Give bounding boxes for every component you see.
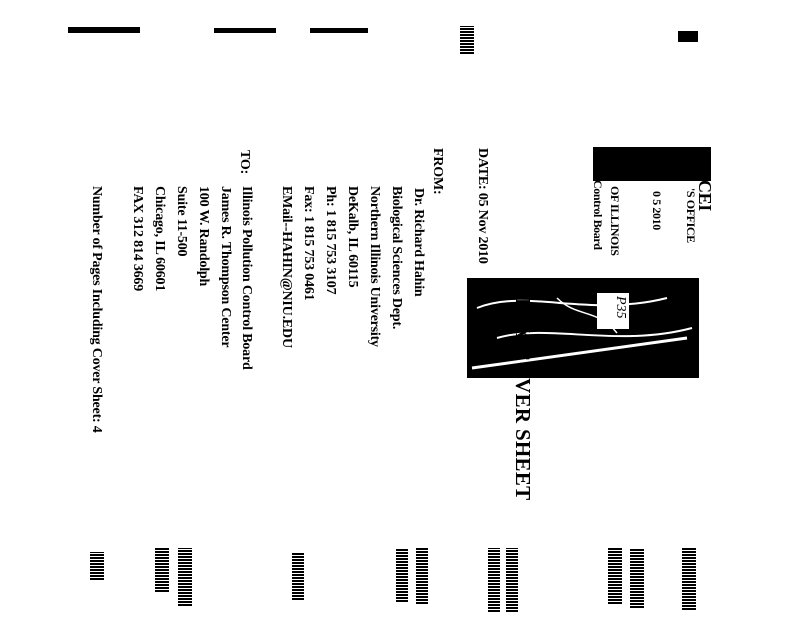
stamp-line: 0 5 2010 <box>650 191 664 230</box>
stamp-line: 'S OFFICE <box>684 188 698 243</box>
from-label: FROM: <box>430 148 445 195</box>
dark-scan-block <box>467 278 699 378</box>
stamp-line: Control Board <box>591 180 605 250</box>
stamp-line: CEI <box>695 180 715 211</box>
from-line: Biological Sciences Dept. <box>389 186 404 330</box>
top-edge-mark <box>214 28 276 33</box>
handwriting-strokes <box>471 297 693 370</box>
bottom-edge-mark <box>416 548 428 604</box>
to-line: Chicago, IL 60601 <box>152 186 167 292</box>
to-line: Suite 11-500 <box>174 186 189 257</box>
bottom-edge-mark <box>506 548 518 612</box>
from-line: Dr. Richard Hahin <box>411 188 426 297</box>
from-line: DeKalb, IL 60115 <box>345 186 360 288</box>
bottom-edge-mark <box>155 548 169 592</box>
bottom-edge-mark <box>292 552 304 600</box>
to-line: FAX 312 814 3669 <box>130 186 145 292</box>
handwritten-mark-box <box>597 293 629 329</box>
top-edge-mark <box>678 31 698 42</box>
date-line: DATE: 05 Nov 2010 <box>475 148 490 264</box>
page-count-line: Number of Pages Including Cover Sheet: 4 <box>89 186 104 433</box>
bottom-edge-mark <box>178 548 192 606</box>
bottom-edge-mark <box>90 552 104 580</box>
stamp-line: OF ILLINOIS <box>608 186 622 256</box>
to-line: James R. Thompson Center <box>218 186 233 348</box>
bottom-edge-mark <box>630 548 644 608</box>
from-line: EMail--HAHIN@NIU.EDU <box>279 186 294 348</box>
bottom-edge-mark <box>396 548 408 602</box>
top-edge-mark <box>460 26 474 54</box>
bottom-edge-mark <box>682 548 696 610</box>
from-line: Northern Illinois University <box>367 186 382 347</box>
from-line: Fax: 1 815 753 0461 <box>301 186 316 301</box>
bottom-edge-mark <box>608 548 622 604</box>
top-edge-mark <box>310 28 368 33</box>
to-line: 100 W. Randolph <box>196 186 211 287</box>
fax-title: FAX COVER SHEET <box>511 298 535 501</box>
top-edge-mark <box>68 27 140 33</box>
redaction-block <box>593 147 711 181</box>
to-line: Illinois Pollution Control Board <box>239 186 254 370</box>
handwritten-mark: P35 <box>613 296 628 319</box>
from-line: Ph: 1 815 753 3107 <box>323 186 338 295</box>
to-label: TO: <box>237 150 252 175</box>
bottom-edge-mark <box>488 548 500 612</box>
